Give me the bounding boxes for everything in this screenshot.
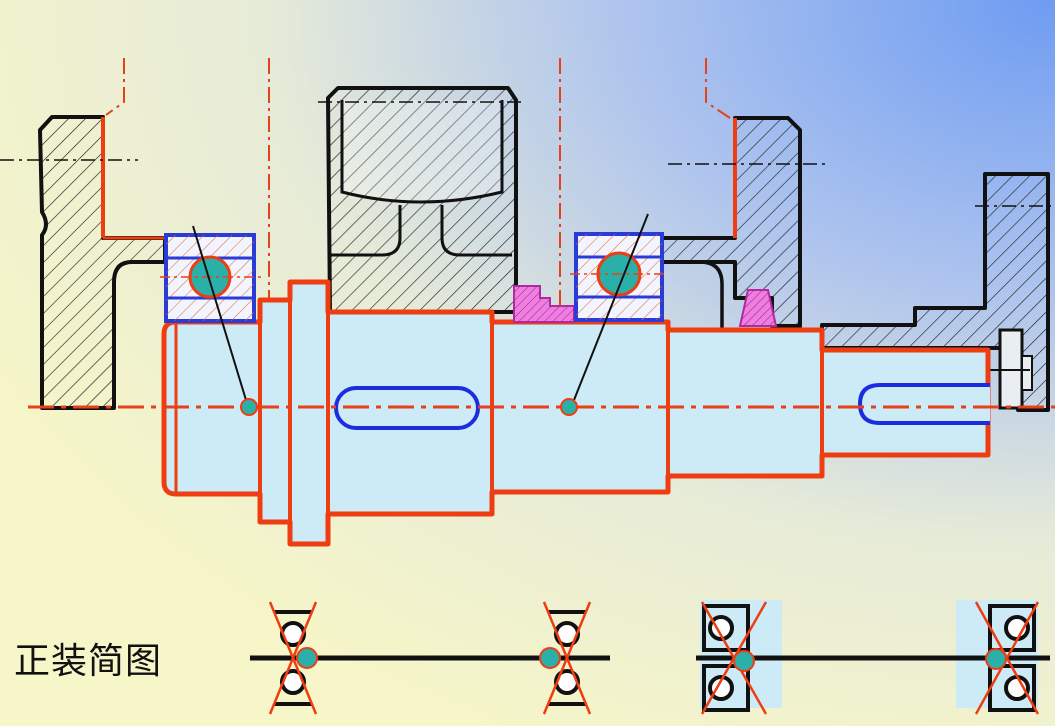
diagram-caption: 正装简图 <box>14 641 163 682</box>
bearing-symbol-icon <box>268 601 318 715</box>
bearing-symbol-icon <box>974 601 1040 715</box>
pressure-center-icon <box>560 398 578 416</box>
gear-section <box>318 86 522 314</box>
right-bearing <box>570 213 668 401</box>
left-bearing <box>160 225 262 401</box>
pressure-center-icon <box>240 398 258 416</box>
shaft <box>161 279 991 547</box>
keyway-slot-right <box>857 383 990 425</box>
bearing-symbol-icon <box>539 601 592 715</box>
simplified-diagram-left <box>250 601 610 715</box>
simplified-diagram-right <box>696 600 1050 715</box>
bearing-symbol-icon <box>700 601 768 715</box>
